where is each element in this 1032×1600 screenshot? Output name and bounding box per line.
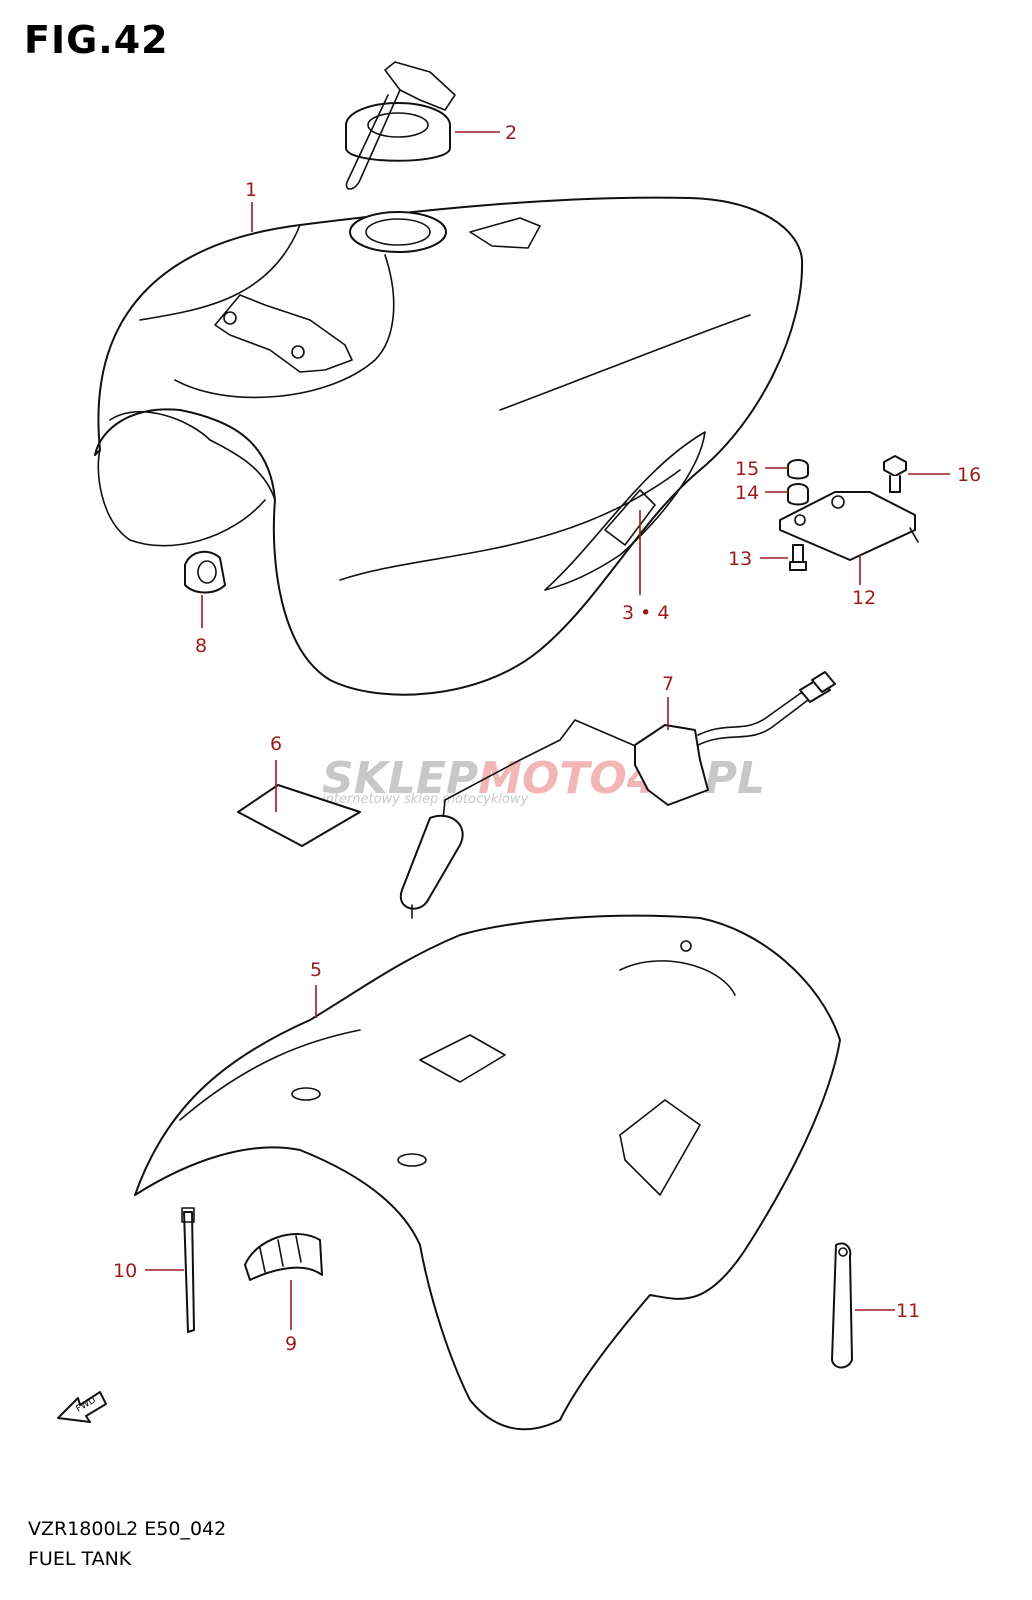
bolt-13-part bbox=[789, 544, 807, 571]
callout-14: 14 bbox=[735, 482, 759, 504]
callout-13: 13 bbox=[728, 548, 752, 570]
callout-8: 8 bbox=[195, 635, 207, 657]
cable-tie-part bbox=[181, 1207, 195, 1333]
bolt-16-part bbox=[883, 455, 907, 493]
watermark-tagline: internetowy sklep motocyklowy bbox=[322, 792, 529, 807]
band-part bbox=[831, 1242, 853, 1369]
callout-10: 10 bbox=[113, 1260, 137, 1282]
callout-7: 7 bbox=[662, 673, 674, 695]
figure-code: VZR1800L2 E50_042 bbox=[28, 1518, 227, 1540]
cushion-part bbox=[184, 550, 226, 594]
bracket-part bbox=[779, 491, 919, 561]
watermark-brand-b: MOTO bbox=[478, 753, 627, 804]
fuel-gauge-part bbox=[399, 671, 836, 919]
callout-12: 12 bbox=[852, 587, 876, 609]
callout-15: 15 bbox=[735, 458, 759, 480]
fwd-arrow-icon: FWD bbox=[57, 1391, 107, 1423]
callout-2: 2 bbox=[505, 122, 517, 144]
callout-16: 16 bbox=[957, 464, 981, 486]
heat-shield-part bbox=[134, 914, 841, 1431]
fuel-tank-part bbox=[94, 196, 804, 696]
grommet-15-part bbox=[787, 459, 809, 480]
leader-lines bbox=[145, 131, 950, 1330]
cushion-strip-part bbox=[244, 1233, 323, 1281]
fuel-cap-part bbox=[345, 61, 456, 190]
callout-3-4: 3 • 4 bbox=[622, 602, 669, 624]
callout-11: 11 bbox=[896, 1300, 920, 1322]
callout-5: 5 bbox=[310, 959, 322, 981]
callout-1: 1 bbox=[245, 179, 257, 201]
callouts: 1 2 3 • 4 5 6 7 8 9 10 11 12 13 14 15 16 bbox=[113, 122, 981, 1355]
figure-name: FUEL TANK bbox=[28, 1548, 132, 1570]
figure-title: FIG.42 bbox=[24, 18, 169, 62]
callout-6: 6 bbox=[270, 733, 282, 755]
pad-part bbox=[237, 784, 361, 847]
collar-14-part bbox=[787, 483, 809, 506]
callout-9: 9 bbox=[285, 1333, 297, 1355]
